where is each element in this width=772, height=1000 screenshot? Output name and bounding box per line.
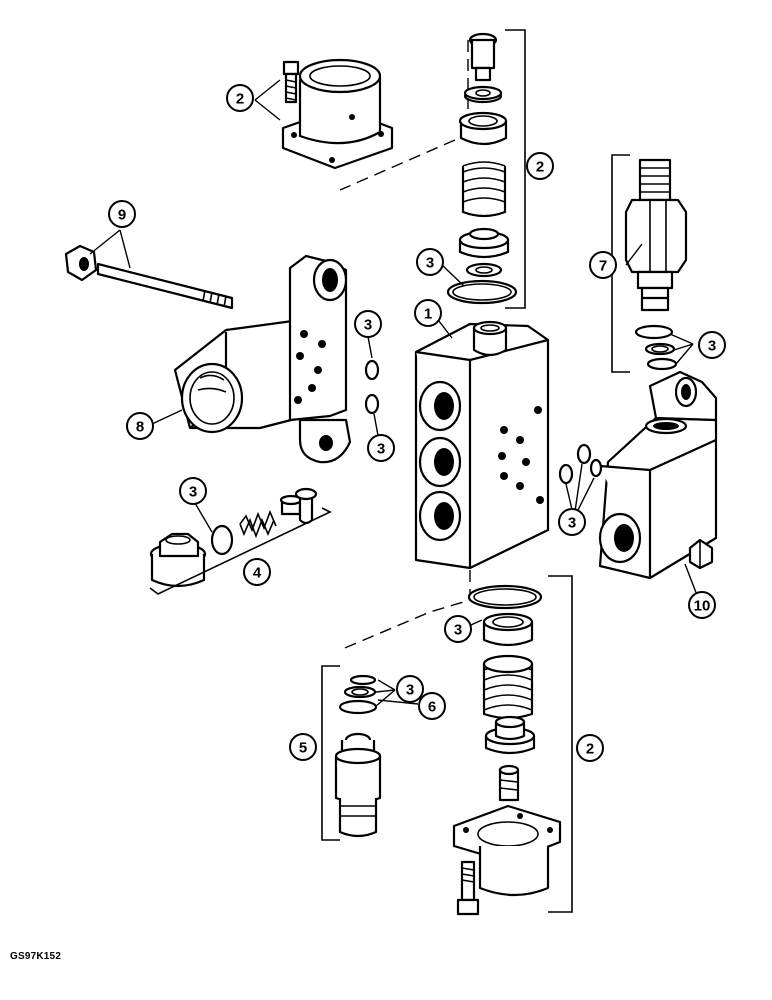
o-ring-bottom-3	[338, 699, 378, 715]
callout-circle	[396, 675, 424, 703]
cover-screw-bottom	[456, 860, 480, 916]
o-ring-bottom-1	[349, 674, 377, 686]
callout-label: 3	[364, 317, 372, 334]
callout-c-8: 8	[126, 412, 154, 440]
callout-label: 3	[377, 441, 385, 458]
o-ring-relief-3	[646, 357, 678, 371]
callout-c-3-e: 3	[179, 477, 207, 505]
callout-label: 8	[136, 419, 144, 436]
solenoid-cover-bottom	[452, 804, 562, 897]
callout-circle	[526, 152, 554, 180]
o-ring-bottom-2	[343, 685, 377, 699]
callout-c-9: 9	[108, 200, 136, 228]
callout-circle	[444, 615, 472, 643]
callout-c-2-bottom: 2	[576, 734, 604, 762]
callout-circle	[289, 733, 317, 761]
callout-circle	[414, 299, 442, 327]
callout-label: 2	[236, 91, 244, 108]
callout-c-3-f: 3	[558, 508, 586, 536]
callout-circle	[126, 412, 154, 440]
callout-label: 3	[568, 515, 576, 532]
callout-label: 3	[189, 484, 197, 501]
callout-c-3-b: 3	[354, 310, 382, 338]
callout-label: 6	[428, 699, 436, 716]
solenoid-cover-top	[281, 58, 394, 170]
o-ring-small-b	[364, 393, 380, 415]
callout-circle	[226, 84, 254, 112]
callout-c-2-top: 2	[226, 84, 254, 112]
callout-circle	[179, 477, 207, 505]
callout-c-3-c: 3	[698, 331, 726, 359]
callout-label: 3	[454, 622, 462, 639]
outlet-end-block	[598, 370, 718, 580]
callout-c-5: 5	[289, 733, 317, 761]
callout-c-7: 7	[589, 251, 617, 279]
callout-c-2-right-top: 2	[526, 152, 554, 180]
o-ring-small-a	[364, 359, 380, 381]
valve-body	[414, 320, 550, 570]
callout-circle	[589, 251, 617, 279]
o-ring-small-e	[589, 458, 603, 478]
relief-valve-cartridge-bottom	[334, 732, 382, 838]
o-ring-relief-1	[634, 324, 674, 340]
spool-stack-bottom	[467, 584, 543, 802]
o-ring-large-top	[446, 279, 518, 305]
callout-c-3-h: 3	[396, 675, 424, 703]
callout-label: 3	[406, 682, 414, 699]
callout-label: 9	[118, 207, 126, 224]
callout-circle	[418, 692, 446, 720]
tie-bolt	[64, 244, 234, 310]
callout-label: 7	[599, 258, 607, 275]
callout-circle	[243, 558, 271, 586]
callout-circle	[576, 734, 604, 762]
check-valve-kit	[149, 487, 318, 588]
spool-stack-top	[458, 32, 510, 278]
callout-c-3-a: 3	[416, 248, 444, 276]
callout-circle	[354, 310, 382, 338]
relief-valve-cartridge	[624, 158, 688, 312]
o-ring-large-top-inner	[452, 283, 512, 301]
callout-label: 4	[253, 565, 262, 582]
callout-label: 3	[426, 255, 434, 272]
o-ring-small-c	[558, 463, 574, 485]
callout-c-4: 4	[243, 558, 271, 586]
callout-label: 2	[536, 159, 544, 176]
callout-circle	[558, 508, 586, 536]
callout-label: 2	[586, 741, 594, 758]
callout-label: 1	[424, 306, 432, 323]
callout-circle	[108, 200, 136, 228]
end-section-block	[173, 254, 352, 464]
callout-c-10: 10	[688, 591, 716, 619]
callout-label: 10	[694, 598, 711, 615]
callout-circle	[367, 434, 395, 462]
callout-c-6: 6	[418, 692, 446, 720]
callout-label: 5	[299, 740, 307, 757]
callout-circle	[416, 248, 444, 276]
callout-label: 3	[708, 338, 716, 355]
callout-c-1: 1	[414, 299, 442, 327]
callout-c-3-g: 3	[444, 615, 472, 643]
callout-c-3-d: 3	[367, 434, 395, 462]
cover-screw-top	[282, 60, 300, 104]
callout-circle	[698, 331, 726, 359]
o-ring-small-d	[576, 443, 592, 465]
callout-circle	[688, 591, 716, 619]
drawing-code: GS97K152	[10, 951, 62, 962]
